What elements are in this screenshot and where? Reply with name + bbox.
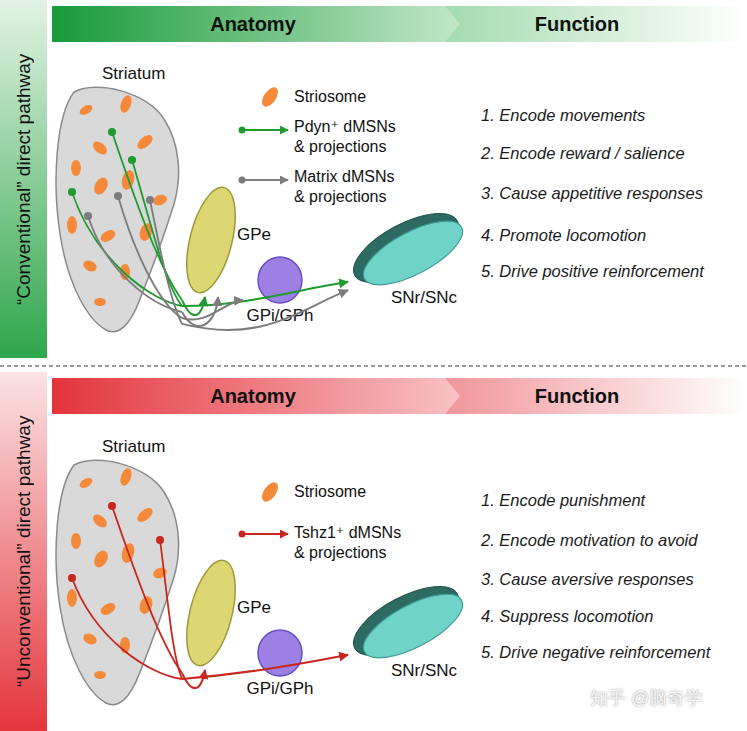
section-header: Function [445, 6, 747, 42]
stri-node: Striatum [52, 437, 182, 708]
node-label: Anatomy [52, 6, 462, 42]
node-label: SNr/SNc [391, 661, 457, 681]
function-item: 2. Encode motivation to avoid [481, 530, 697, 550]
legend-text: Striosome [294, 87, 366, 107]
gpi-node: GPi/GPh [243, 255, 317, 327]
section-header: Anatomy [52, 378, 462, 414]
projection-arrow [182, 670, 205, 688]
stri-node: Striatum [52, 64, 182, 335]
snr-node: SNr/SNc [348, 208, 470, 312]
node-label: GPi/GPh [243, 306, 317, 326]
node-label: Anatomy [52, 378, 462, 414]
projection-sample [242, 533, 288, 535]
legend-text: Matrix dMSNs & projections [294, 167, 396, 207]
striosome-sample [259, 480, 281, 505]
striatum-outline [56, 460, 178, 704]
node-label: Function [445, 378, 747, 414]
projection-sample [242, 129, 288, 131]
projection-sample [242, 179, 288, 181]
legend-text: Striosome [294, 482, 366, 502]
neuron-sample [239, 531, 246, 538]
node-label: GPe [237, 225, 271, 245]
node-label: GPe [237, 598, 271, 618]
neuron-sample [239, 177, 246, 184]
snr-front [355, 209, 472, 298]
neuron-sample [239, 127, 246, 134]
gpi-node: GPi/GPh [243, 628, 317, 700]
node-label: “Conventional” direct pathway [0, 0, 47, 358]
function-item: 4. Suppress locomotion [481, 606, 653, 626]
header-arrow [52, 378, 462, 414]
pathway-band: “Conventional” direct pathway [0, 0, 47, 358]
gpe-ellipse [178, 556, 245, 671]
projection-arrow [182, 300, 243, 320]
function-item: 5. Drive negative reinforcement [481, 642, 710, 662]
header-chevron [445, 378, 747, 414]
node-label: Function [445, 6, 747, 42]
striatum-outline [56, 87, 178, 331]
function-item: 1. Encode movements [481, 105, 645, 125]
header-chevron [445, 6, 747, 42]
section-header: Function [445, 378, 747, 414]
function-item: 3. Cause aversive responses [481, 569, 694, 589]
legend-text: Tshz1⁺ dMSNs & projections [294, 523, 403, 563]
function-item: 5. Drive positive reinforcement [481, 261, 704, 281]
projection-arrow [182, 297, 218, 326]
projection-arrow [182, 297, 205, 315]
legend-text: Pdyn⁺ dMSNs & projections [294, 117, 397, 157]
function-item: 3. Cause appetitive responses [481, 183, 703, 203]
node-outline [52, 437, 182, 708]
gpe-ellipse [178, 183, 245, 298]
watermark: 知乎 @脑奇学 [590, 688, 703, 708]
striosome-sample [259, 85, 281, 110]
function-item: 1. Encode punishment [481, 490, 645, 510]
gpi-ellipse [258, 630, 302, 676]
node-label: GPi/GPh [243, 679, 317, 699]
node-outline [52, 64, 182, 335]
snr-node: SNr/SNc [348, 581, 470, 685]
node-label: Striatum [102, 64, 165, 84]
function-item: 2. Encode reward / salience [481, 143, 685, 163]
header-arrow [52, 6, 462, 42]
gpi-ellipse [258, 257, 302, 303]
node-label: “Unconventional” direct pathway [0, 372, 47, 731]
function-item: 4. Promote locomotion [481, 225, 646, 245]
pathway-band: “Unconventional” direct pathway [0, 372, 47, 731]
section-header: Anatomy [52, 6, 462, 42]
snr-front [355, 582, 472, 671]
panel-divider [0, 366, 747, 367]
node-label: SNr/SNc [391, 288, 457, 308]
node-label: Striatum [102, 437, 165, 457]
